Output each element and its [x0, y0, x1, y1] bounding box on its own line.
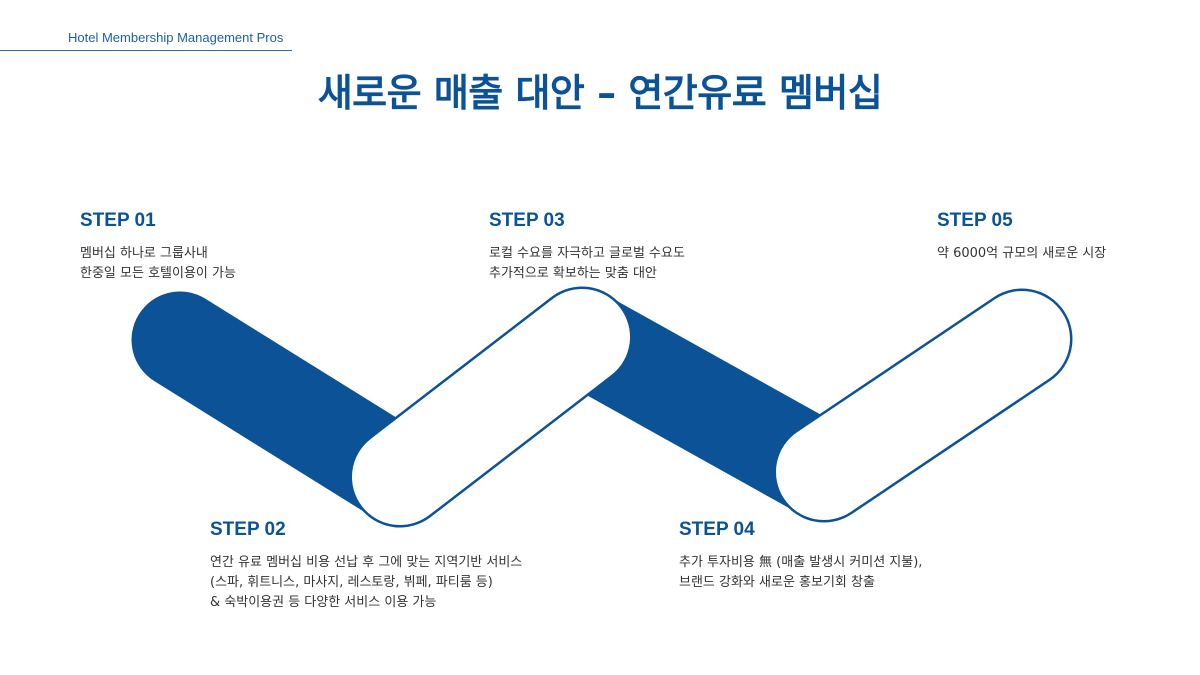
step-04-description: 추가 투자비용 無 (매출 발생시 커미션 지불), 브랜드 강화와 새로운 홍… [679, 553, 922, 593]
step-04: STEP 04 추가 투자비용 無 (매출 발생시 커미션 지불), 브랜드 강… [679, 519, 922, 593]
slide-title: 새로운 매출 대안 – 연간유료 멤버십 [317, 71, 883, 115]
step-02-label: STEP 02 [210, 519, 286, 540]
step-03: STEP 03 로컬 수요를 자극하고 글로벌 수요도 추가적으로 확보하는 맞… [489, 210, 685, 284]
step-05: STEP 05 약 6000억 규모의 새로운 시장 [937, 210, 1106, 264]
step-05-line-1: 약 6000억 규모의 새로운 시장 [937, 246, 1107, 261]
step-04-line-2: 브랜드 강화와 새로운 홍보기회 창출 [679, 575, 875, 590]
step-02-line-1: 연간 유료 멤버십 비용 선납 후 그에 맞는 지역기반 서비스 [210, 555, 523, 570]
step-03-line-2: 추가적으로 확보하는 맞춤 대안 [489, 266, 657, 281]
step-01-description: 멤버십 하나로 그룹사내 한중일 모든 호텔이용이 가능 [80, 244, 236, 284]
step-03-line-1: 로컬 수요를 자극하고 글로벌 수요도 [489, 246, 685, 261]
segment-2-outlined [349, 286, 633, 528]
step-03-label: STEP 03 [489, 210, 565, 231]
step-02: STEP 02 연간 유료 멤버십 비용 선납 후 그에 맞는 지역기반 서비스… [210, 519, 522, 613]
brand-underline [0, 50, 292, 51]
step-05-label: STEP 05 [937, 210, 1013, 231]
step-02-description: 연간 유료 멤버십 비용 선납 후 그에 맞는 지역기반 서비스 (스파, 휘트… [210, 553, 522, 613]
step-02-line-2: (스파, 휘트니스, 마사지, 레스토랑, 뷔페, 파티룸 등) [210, 575, 493, 590]
step-01-label: STEP 01 [80, 210, 156, 231]
step-02-line-3: & 숙박이용권 등 다양한 서비스 이용 가능 [210, 595, 437, 610]
step-05-description: 약 6000억 규모의 새로운 시장 [937, 244, 1106, 264]
step-03-description: 로컬 수요를 자극하고 글로벌 수요도 추가적으로 확보하는 맞춤 대안 [489, 244, 685, 284]
step-04-label: STEP 04 [679, 519, 755, 540]
brand-name: Hotel Membership Management Pros [68, 30, 284, 45]
segment-4-outlined [773, 288, 1073, 523]
step-04-line-1: 추가 투자비용 無 (매출 발생시 커미션 지불), [679, 555, 923, 570]
step-01: STEP 01 멤버십 하나로 그룹사내 한중일 모든 호텔이용이 가능 [80, 210, 236, 284]
step-01-line-2: 한중일 모든 호텔이용이 가능 [80, 266, 236, 281]
step-01-line-1: 멤버십 하나로 그룹사내 [80, 246, 208, 261]
